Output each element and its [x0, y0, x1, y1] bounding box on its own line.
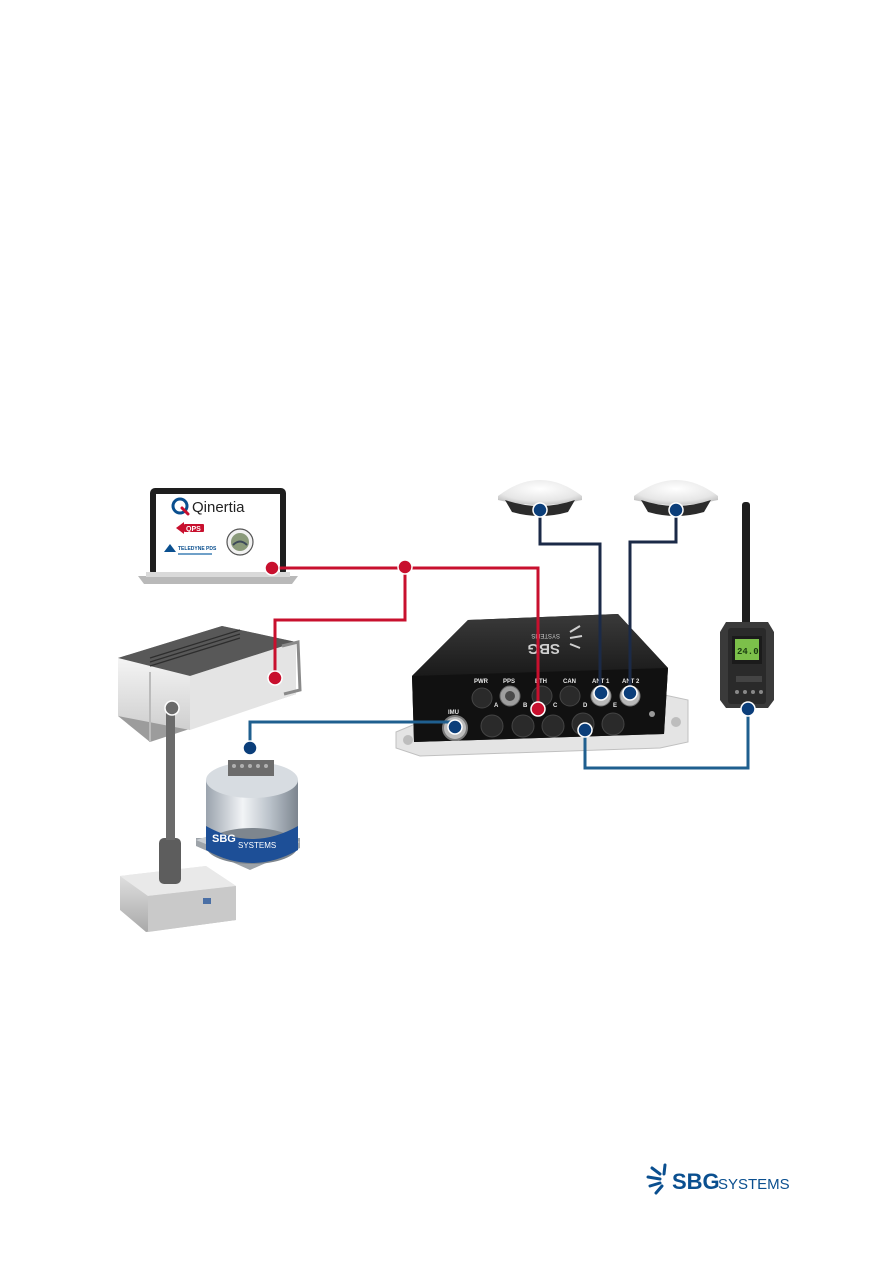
- serial-node-ins-port-d: [577, 722, 593, 738]
- teledyne-logo: TELEDYNE PDS: [164, 544, 217, 555]
- rack-top: [118, 626, 296, 676]
- port-label-can: CAN: [563, 679, 576, 685]
- laptop: Qinertia QPS TELEDYNE PDS: [138, 488, 298, 584]
- footer-brand-sub-label: SYSTEMS: [718, 1176, 790, 1193]
- laptop-base: [138, 576, 298, 584]
- qinertia-q-icon: [171, 497, 189, 515]
- serial-nodes: [242, 701, 756, 756]
- gnss-node-ant1: [532, 502, 548, 518]
- gnss-node-ant2: [668, 502, 684, 518]
- qps-label: QPS: [186, 526, 201, 533]
- gnss-line-ant2: [628, 510, 678, 692]
- gnss-node-port-ant1: [593, 685, 609, 701]
- ethernet-node-rack: [267, 670, 283, 686]
- gnss-connections: [538, 510, 678, 692]
- ins-brand-sub-label: SYSTEMS: [531, 632, 560, 638]
- ethernet-line-rack: [273, 568, 407, 678]
- port-label-imu: IMU: [448, 710, 459, 716]
- ethernet-node-junction: [397, 559, 413, 575]
- serial-node-radio: [740, 701, 756, 717]
- rack-handle: [281, 640, 302, 696]
- port-label-eth: ETH: [535, 679, 547, 685]
- ethernet-line-laptop-ins: [272, 566, 540, 710]
- imu-band: [206, 826, 298, 863]
- radio-display: [735, 639, 759, 660]
- ins-unit: SBG SYSTEMS IMU PWR PPS ETH CAN ANT 1 AN…: [395, 614, 689, 757]
- imu-brand-label: SBG: [212, 833, 236, 845]
- footer-brand-label: SBG: [672, 1169, 720, 1194]
- port-label-d: D: [583, 703, 588, 709]
- radio-buttons: [735, 690, 763, 694]
- qinertia-label: Qinertia: [192, 499, 245, 516]
- teledyne-label: TELEDYNE PDS: [178, 546, 217, 552]
- radio-display-value: 24.0: [737, 647, 759, 657]
- teledyne-icon: [164, 544, 176, 552]
- gnss-node-port-ant2: [622, 685, 638, 701]
- radio-modem: 24.0: [720, 502, 774, 708]
- serial-line-radio: [583, 710, 750, 770]
- emblem-logo: [226, 528, 254, 556]
- imu-brand-sub-label: SYSTEMS: [238, 841, 276, 850]
- port-can: [559, 685, 581, 707]
- port-a: [480, 714, 504, 738]
- ins-bottom-connectors: [480, 712, 625, 738]
- sonar-stem: [159, 838, 181, 884]
- ins-brand: SBG SYSTEMS: [527, 632, 560, 657]
- ethernet-node-ins: [530, 701, 546, 717]
- port-label-a: A: [494, 703, 499, 709]
- qps-logo: QPS: [176, 522, 204, 534]
- port-label-pps: PPS: [503, 679, 515, 685]
- port-b: [511, 714, 535, 738]
- laptop-screen: [156, 494, 280, 572]
- port-c: [541, 714, 565, 738]
- antenna-2-dome: [634, 480, 718, 505]
- ethernet-nodes: [264, 559, 546, 717]
- ethernet-connections: [272, 566, 540, 710]
- ins-brand-label: SBG: [527, 640, 560, 657]
- footer-logo: SBG SYSTEMS: [646, 1163, 790, 1195]
- ins-brand-icon: [569, 625, 583, 649]
- port-label-b: B: [523, 703, 528, 709]
- ethernet-node-laptop: [264, 560, 280, 576]
- serial-node-ins-imu-port: [447, 719, 463, 735]
- analog-node-rack: [164, 700, 180, 716]
- gnss-nodes: [532, 502, 684, 701]
- port-label-pwr: PWR: [474, 679, 489, 685]
- port-pwr: [471, 687, 493, 709]
- rack-side: [190, 642, 296, 730]
- port-label-c: C: [553, 703, 558, 709]
- qinertia-logo: Qinertia: [171, 497, 245, 516]
- imu-connector-block: [228, 760, 274, 776]
- port-label-e: E: [613, 703, 617, 709]
- serial-node-imu: [242, 740, 258, 756]
- analog-connections: [164, 700, 180, 838]
- gnss-line-ant1: [538, 510, 602, 692]
- sbg-logo-icon: [646, 1163, 667, 1195]
- port-e: [601, 712, 625, 736]
- ins-top-face: [412, 614, 668, 676]
- antenna-1-dome: [498, 480, 582, 505]
- radio-antenna: [742, 502, 750, 626]
- imu-sensor: SBG SYSTEMS: [196, 760, 300, 870]
